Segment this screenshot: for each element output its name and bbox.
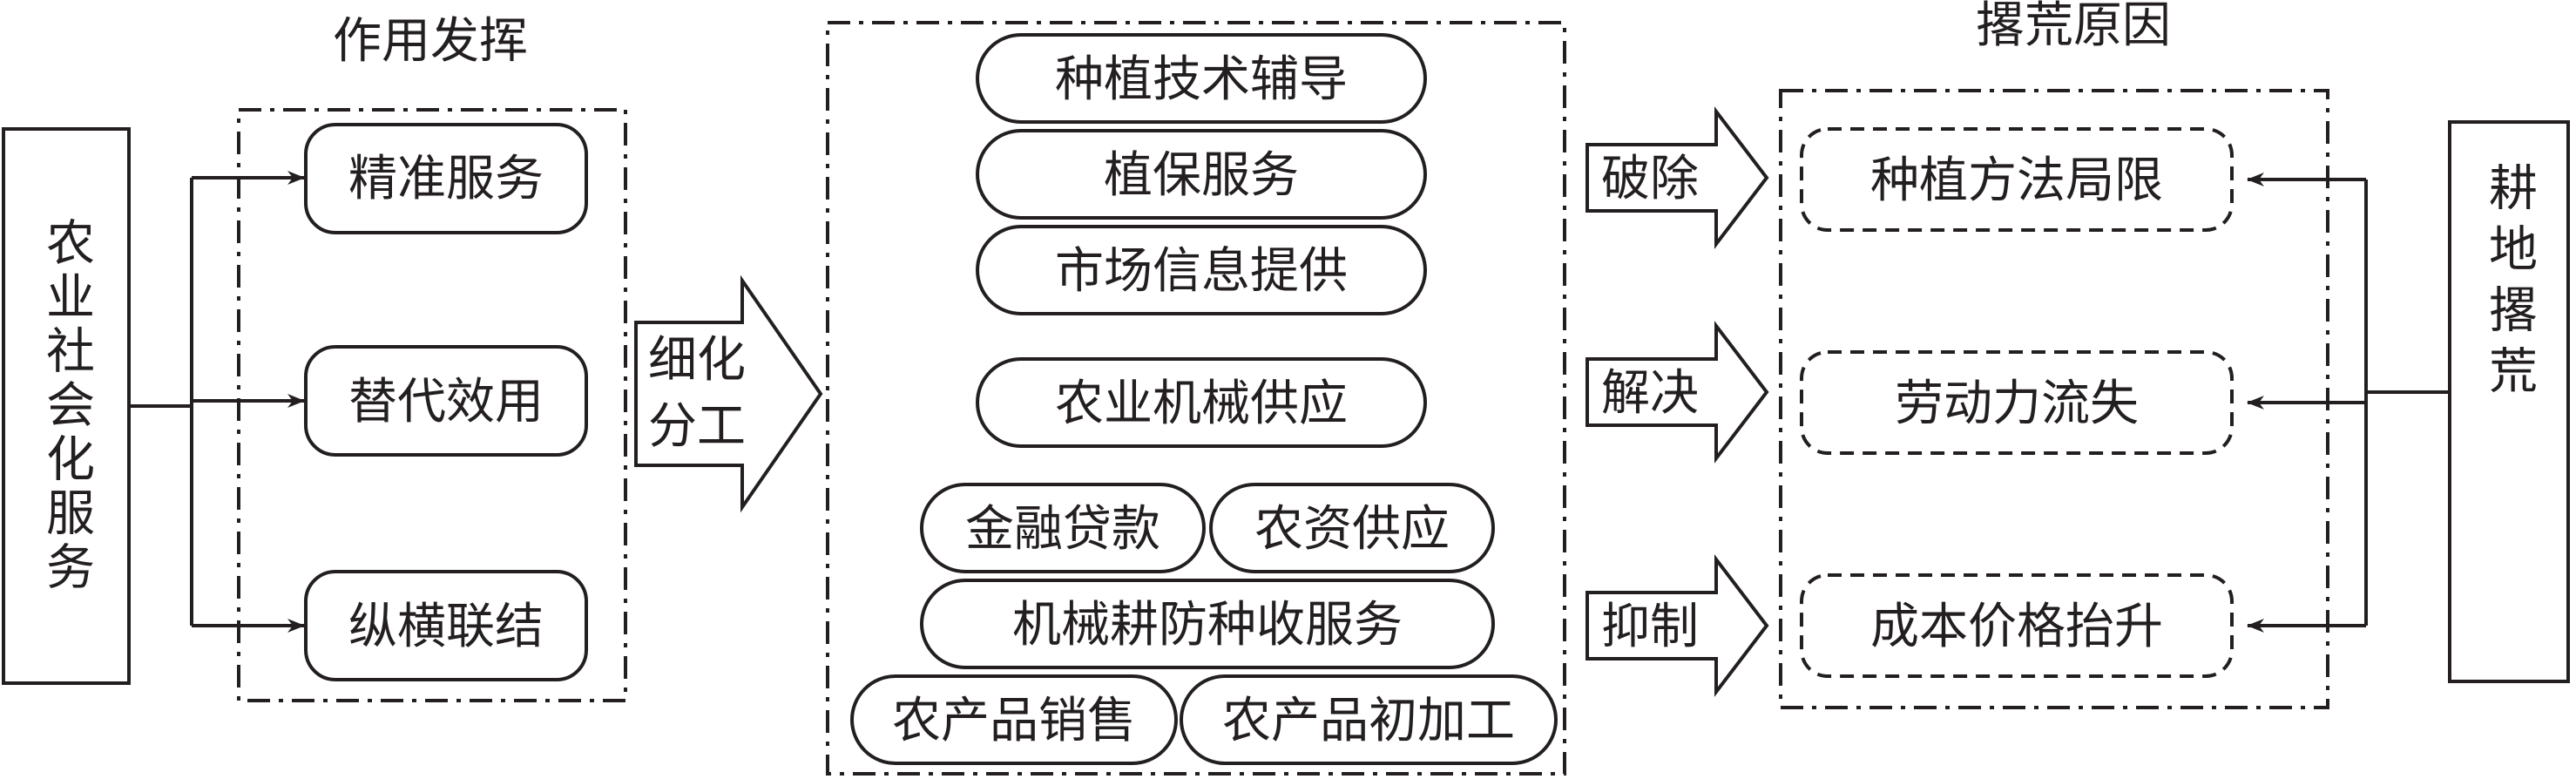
cause-labor-loss-label: 劳动力流失 [1895, 376, 2139, 432]
farmland-abandonment-label: 耕地撂荒 [2481, 162, 2538, 406]
role-section-title: 作用发挥 [333, 13, 528, 70]
action-restrain-arrow [1585, 554, 1769, 697]
cause-section-title: 撂荒原因 [1976, 0, 2171, 54]
role-vertical-horizontal-link-label: 纵横联结 [348, 599, 544, 655]
service-machinery-supply-label: 农业机械供应 [1055, 376, 1348, 432]
cause-cost-price-rise [1800, 573, 2234, 678]
service-finance-loans-label: 金融贷款 [965, 501, 1160, 558]
cause-cost-price-rise-label: 成本价格抬升 [1870, 599, 2163, 655]
role-substitute-effect [304, 345, 588, 457]
division-of-labor-label-line1: 细化 [648, 332, 746, 389]
socialized-service-label: 农业社会化服务 [38, 217, 95, 595]
service-mechanized-farming [920, 579, 1495, 669]
action-restrain-label: 抑制 [1601, 599, 1699, 655]
action-break-arrow [1585, 106, 1769, 249]
role-precise-service-label: 精准服务 [348, 151, 544, 207]
cause-labor-loss [1800, 350, 2234, 455]
role-section-frame [237, 108, 627, 702]
role-substitute-effect-label: 替代效用 [348, 374, 544, 430]
division-of-labor-arrow [634, 274, 823, 513]
service-market-info [976, 225, 1427, 315]
role-precise-service [304, 123, 588, 234]
cause-section-frame [1779, 89, 2329, 709]
action-break-label: 破除 [1601, 151, 1699, 207]
service-primary-processing-label: 农产品初加工 [1222, 693, 1515, 749]
farmland-abandonment-box [2448, 120, 2570, 683]
action-solve-arrow [1585, 321, 1769, 464]
division-of-labor-label-line2: 分工 [648, 398, 746, 455]
abandonment-to-causes-connector [2364, 180, 2450, 626]
service-market-info-label: 市场信息提供 [1055, 243, 1348, 300]
service-product-sales-label: 农产品销售 [892, 693, 1136, 749]
service-technical-guidance [976, 33, 1427, 124]
service-mechanized-farming-label: 机械耕防种收服务 [1012, 597, 1403, 654]
service-input-supply [1209, 483, 1495, 573]
service-primary-processing [1180, 674, 1558, 765]
service-plant-protection-label: 植保服务 [1104, 147, 1299, 204]
socialized-service-box [2, 127, 131, 685]
action-solve-label: 解决 [1601, 365, 1699, 422]
cause-planting-method [1800, 127, 2234, 232]
cause-planting-method-label: 种植方法局限 [1870, 152, 2163, 209]
service-to-roles-connector [129, 178, 193, 626]
service-content-frame [826, 21, 1566, 776]
service-product-sales [850, 674, 1178, 765]
service-finance-loans [920, 483, 1206, 573]
service-plant-protection [976, 129, 1427, 220]
service-technical-guidance-label: 种植技术辅导 [1055, 51, 1348, 108]
service-machinery-supply [976, 357, 1427, 448]
service-input-supply-label: 农资供应 [1254, 501, 1450, 558]
role-vertical-horizontal-link [304, 570, 588, 681]
